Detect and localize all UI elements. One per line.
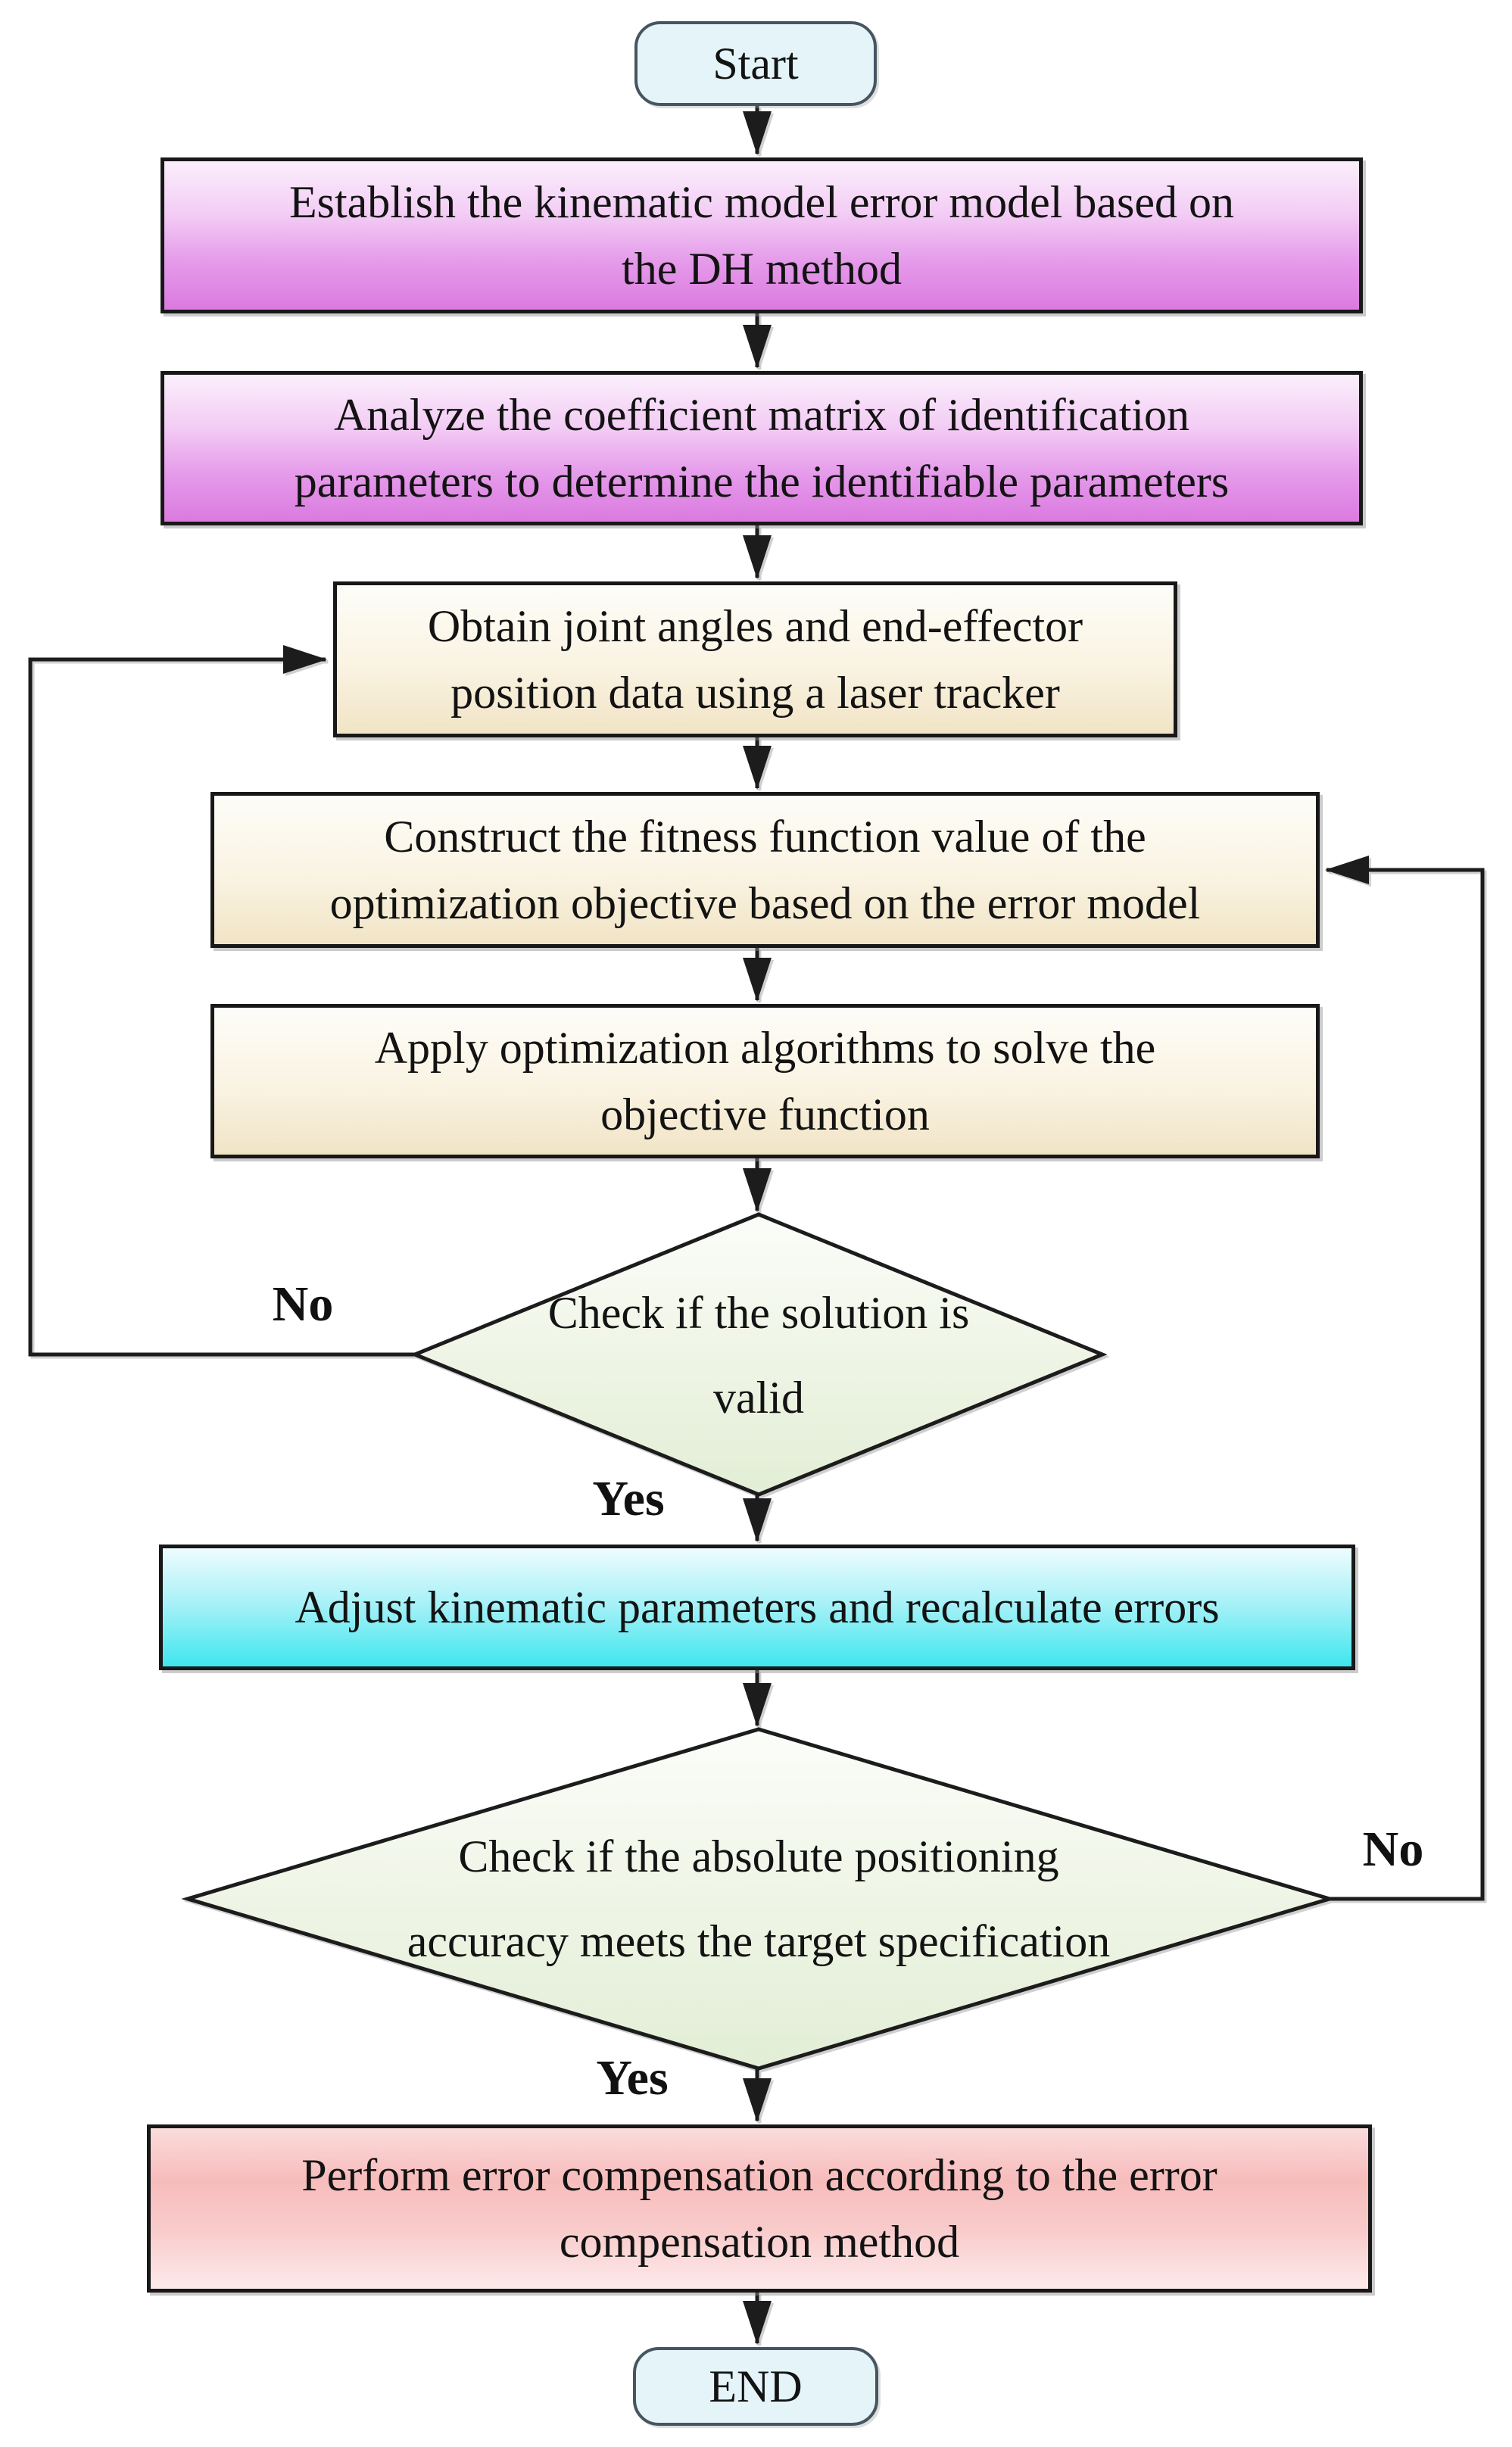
process-construct-fitness-function: Construct the fitness function value of … xyxy=(210,792,1320,948)
edge-no-checkaccuracy-construct xyxy=(1325,856,1485,1901)
edge-label-yes-1: Yes xyxy=(592,1471,665,1526)
end-node: END xyxy=(633,2347,878,2426)
process-obtain-joint-angles: Obtain joint angles and end-effector pos… xyxy=(333,581,1177,737)
process-establish-error-model: Establish the kinematic model error mode… xyxy=(161,157,1363,313)
decision-check-accuracy xyxy=(181,1727,1336,2071)
edge-label-no-1: No xyxy=(272,1276,334,1332)
process-adjust-parameters: Adjust kinematic parameters and recalcul… xyxy=(159,1545,1355,1670)
edge-label-no-2: No xyxy=(1362,1822,1424,1877)
decision-check-solution-label: Check if the solution is valid xyxy=(547,1288,970,1423)
process-error-compensation: Perform error compensation according to … xyxy=(147,2124,1372,2293)
start-node: Start xyxy=(634,21,877,106)
process-analyze-coefficient-matrix: Analyze the coefficient matrix of identi… xyxy=(161,371,1363,525)
edge-label-yes-2: Yes xyxy=(596,2050,669,2106)
edge-no-checksolution-obtain xyxy=(28,645,415,1357)
decision-check-accuracy-label: Check if the absolute positioning accura… xyxy=(407,1831,1111,1966)
process-apply-optimization: Apply optimization algorithms to solve t… xyxy=(210,1004,1320,1158)
decision-check-solution xyxy=(410,1212,1108,1497)
